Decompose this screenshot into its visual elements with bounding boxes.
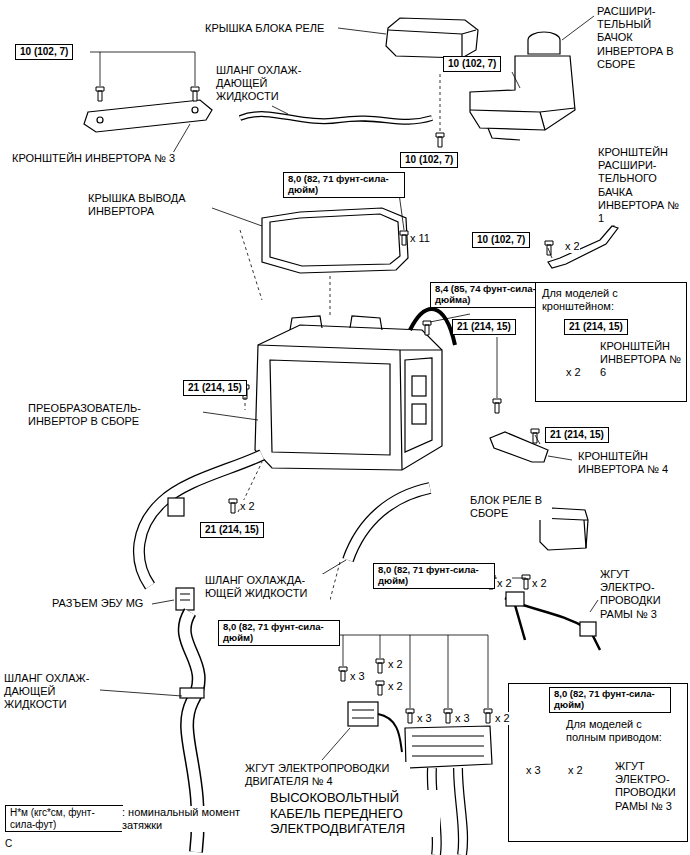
torque-box: 21 (214, 15) <box>545 427 609 443</box>
torque-value: 8,0 (82, 71 фунт-сила-дюйм) <box>223 621 324 643</box>
part-name: КРОНШТЕЙН ИНВЕРТОРА № 6 <box>600 340 682 380</box>
quantity-mark: x 3 <box>455 712 470 725</box>
quantity-mark: x 2 <box>497 577 512 590</box>
torque-value: 21 (214, 15) <box>205 524 259 535</box>
part-name: КРОНШТЕЙН РАСШИРИ- ТЕЛЬНОГО БАЧКА ИНВЕРТ… <box>598 146 686 225</box>
torque-value: 10 (102, 7) <box>448 58 496 69</box>
assembly-lines <box>240 230 340 600</box>
torque-box: 21 (214, 15) <box>564 319 628 335</box>
torque-value: 8,0 (82, 71 фунт-сила-дюйм) <box>288 173 389 195</box>
part-name: КРОНШТЕЙН ИНВЕРТОРА № 4 <box>578 450 684 476</box>
quantity-mark: x 2 <box>566 366 581 379</box>
part-name: ЖГУТ ЭЛЕКТРОПРОВОДКИ ДВИГАТЕЛЯ № 4 <box>245 762 410 788</box>
part-name: РАЗЪЕМ ЭБУ MG <box>52 597 143 610</box>
torque-box: 8,0 (82, 71 фунт-сила-дюйм) <box>373 563 495 589</box>
figure-code: C <box>5 838 12 850</box>
torque-box: 8,0 (82, 71 фунт-сила-дюйм) <box>218 620 340 646</box>
torque-value: 10 (102, 7) <box>20 46 68 57</box>
torque-value: 8,4 (85, 74 фунт-сила-дюйма) <box>435 283 536 305</box>
quantity-mark: x 3 <box>417 712 432 725</box>
part-name: ШЛАНГ ОХЛАЖ- ДАЮЩЕЙ ЖИДКОСТИ <box>216 64 311 104</box>
quantity-mark: x 2 <box>532 577 547 590</box>
torque-box: 8,0 (82, 71 фунт-сила-дюйм) <box>283 172 405 198</box>
quantity-mark: x 3 <box>526 764 541 777</box>
torque-value: 10 (102, 7) <box>405 154 453 165</box>
torque-box: 10 (102, 7) <box>400 152 458 168</box>
quantity-mark: x 2 <box>495 712 510 725</box>
torque-box: 10 (102, 7) <box>443 56 501 72</box>
part-name: ЖГУТ ЭЛЕКТРО- ПРОВОДКИ РАМЫ № 3 <box>615 760 685 813</box>
part-name: : номинальный момент затяжки <box>122 806 242 832</box>
quantity-mark: x 3 <box>350 670 365 683</box>
part-name: КРЫШКА ВЫВОДА ИНВЕРТОРА <box>88 192 210 218</box>
torque-value: 8,0 (82, 71 фунт-сила-дюйм) <box>554 688 655 710</box>
part-name: ПРЕОБРАЗОВАТЕЛЬ- ИНВЕРТОР В СБОРЕ <box>28 402 203 428</box>
torque-box: 8,4 (85, 74 фунт-сила-дюйма) <box>430 282 548 308</box>
part-name: ЖГУТ ЭЛЕКТРО- ПРОВОДКИ РАМЫ № 3 <box>600 568 686 621</box>
part-name: ШЛАНГ ОХЛАЖДА- ЮЩЕЙ ЖИДКОСТИ <box>205 574 330 600</box>
torque-value: 8,0 (82, 71 фунт-сила-дюйм) <box>378 564 479 586</box>
torque-value: 21 (214, 15) <box>457 321 511 332</box>
part-name: КРОНШТЕЙН ИНВЕРТОРА № 3 <box>12 152 175 165</box>
torque-box: 21 (214, 15) <box>452 319 516 335</box>
bolts <box>96 87 565 775</box>
torque-value: 21 (214, 15) <box>188 382 242 393</box>
torque-box: 21 (214, 15) <box>200 522 264 538</box>
variant-note: Для моделей с полным приводом: <box>566 718 681 744</box>
part-name: РАСШИРИ- ТЕЛЬНЫЙ БАЧОК ИНВЕРТОРА В СБОРЕ <box>597 5 685 71</box>
part-name: БЛОК РЕЛЕ В СБОРЕ <box>470 494 552 520</box>
quantity-mark: x 11 <box>410 232 430 245</box>
torque-box: 21 (214, 15) <box>183 380 247 396</box>
quantity-mark: x 2 <box>388 658 403 671</box>
quantity-mark: x 2 <box>388 680 403 693</box>
quantity-mark: x 2 <box>565 240 580 253</box>
quantity-mark: x 2 <box>240 500 255 513</box>
quantity-mark: x 2 <box>568 764 583 777</box>
torque-value: 21 (214, 15) <box>569 321 623 332</box>
legend-box: Н*м (кгс*см, фунт-сила-фут) <box>5 805 123 832</box>
part-name: ВЫСОКОВОЛЬТНЫЙ КАБЕЛЬ ПЕРЕДНЕГО ЭЛЕКТРОД… <box>270 790 440 837</box>
torque-value: 10 (102, 7) <box>477 234 525 245</box>
torque-box: 8,0 (82, 71 фунт-сила-дюйм) <box>549 687 671 713</box>
variant-note: Для моделей с кронштейном: <box>542 287 680 313</box>
part-name: ШЛАНГ ОХЛАЖ- ДАЮЩЕЙ ЖИДКОСТИ <box>4 672 100 712</box>
torque-box: 10 (102, 7) <box>15 44 73 60</box>
torque-value: Н*м (кгс*см, фунт-сила-фут) <box>10 807 95 830</box>
torque-value: 21 (214, 15) <box>550 429 604 440</box>
torque-box: 10 (102, 7) <box>472 232 530 248</box>
part-name: КРЫШКА БЛОКА РЕЛЕ <box>205 22 324 35</box>
